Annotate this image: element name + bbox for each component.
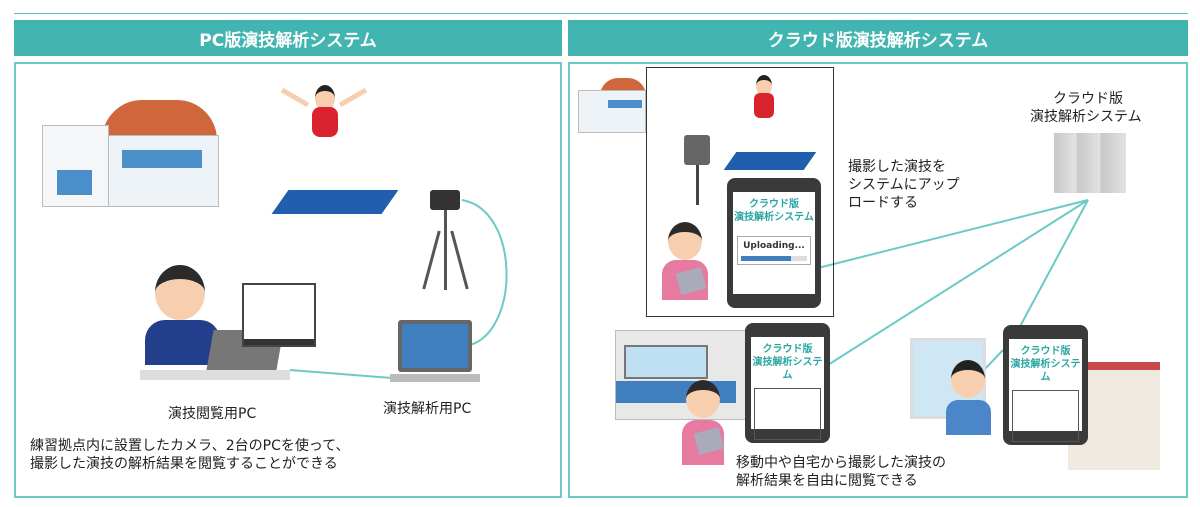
trampoline-mat-illustration xyxy=(271,190,399,214)
gym-building-small-illustration xyxy=(578,78,646,133)
pc-description-line2: 撮影した演技の解析結果を閲覧することができる xyxy=(30,456,338,472)
man-with-tablet-illustration xyxy=(946,360,991,435)
server-label-line2: 演技解析システム xyxy=(1030,109,1142,125)
pc-version-header: PC版演技解析システム xyxy=(14,20,562,56)
woman-with-tablet-illustration xyxy=(682,380,727,465)
cloud-version-header: クラウド版演技解析システム xyxy=(568,20,1188,56)
cloud-description-line2: 解析結果を自由に閲覧できる xyxy=(736,473,918,489)
upload-caption-line3: ロードする xyxy=(848,195,918,211)
tablet-title-line2: 演技解析システム xyxy=(752,357,823,381)
upload-dialog: Uploading... xyxy=(737,236,811,265)
cloud-description-line1: 移動中や自宅から撮影した演技の xyxy=(736,455,946,471)
gym-building-illustration xyxy=(42,100,219,207)
student-at-laptop-illustration xyxy=(140,265,290,380)
server-label-line1: クラウド版 xyxy=(1053,91,1123,107)
video-preview-window xyxy=(242,283,316,347)
uploading-text: Uploading... xyxy=(743,241,805,251)
video-player[interactable] xyxy=(754,388,821,440)
viewer-pc-label: 演技閲覧用PC xyxy=(168,406,257,422)
tablet-title-line1: クラウド版 xyxy=(762,344,813,355)
gymnast-small-illustration xyxy=(740,75,790,140)
upload-tablet: クラウド版 演技解析システム Uploading... xyxy=(727,178,821,308)
camera-tripod-illustration xyxy=(415,190,475,290)
viewer-tablet-home: クラウド版 演技解析システム xyxy=(1003,325,1088,445)
train-interior-illustration xyxy=(615,330,747,420)
cloud-version-panel xyxy=(568,62,1188,498)
tablet-title-line2: 演技解析システム xyxy=(1010,359,1081,383)
upload-progress-bar xyxy=(741,256,807,261)
top-divider xyxy=(14,13,1188,14)
analysis-pc-label: 演技解析用PC xyxy=(383,401,472,417)
tablet-title-line1: クラウド版 xyxy=(749,199,799,210)
upload-caption-line1: 撮影した演技を xyxy=(848,159,946,175)
upload-caption-line2: システムにアップ xyxy=(848,177,960,193)
video-player[interactable] xyxy=(1012,390,1079,442)
server-rack-icon xyxy=(1054,133,1126,193)
practice-site-frame xyxy=(646,67,834,317)
smartphone-tripod-illustration xyxy=(678,135,716,205)
tablet-title-line2: 演技解析システム xyxy=(734,212,814,223)
pc-description-line1: 練習拠点内に設置したカメラ、2台のPCを使って、 xyxy=(30,438,350,454)
gymnast-illustration xyxy=(280,85,368,155)
analysis-laptop-illustration xyxy=(390,320,480,390)
pc-version-panel xyxy=(14,62,562,498)
viewer-tablet-train: クラウド版 演技解析システム xyxy=(745,323,830,443)
coach-with-tablet-illustration xyxy=(660,222,710,302)
tablet-title-line1: クラウド版 xyxy=(1020,346,1071,357)
trampoline-mat-small xyxy=(723,152,817,170)
